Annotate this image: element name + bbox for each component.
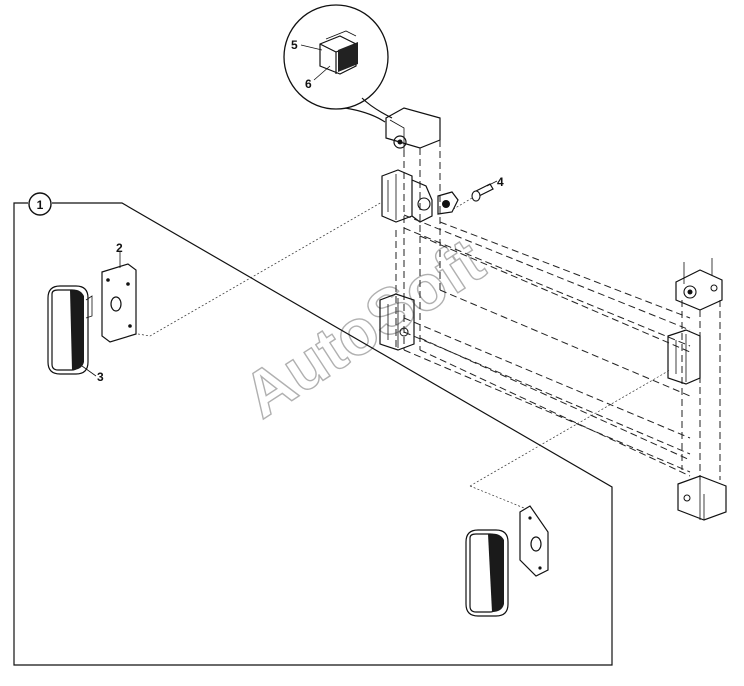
frame-beams (403, 214, 691, 477)
callout-1: 1 (28, 192, 52, 216)
lamp-upper (47, 285, 93, 375)
lamp-lower (465, 529, 509, 617)
bolt-part: 4 (451, 175, 504, 211)
group-outline (13, 202, 613, 666)
callout-4: 4 (497, 175, 504, 189)
callout-2: 2 (116, 241, 123, 255)
detail-bubble: 5 6 (283, 4, 393, 123)
callout-6: 6 (305, 77, 312, 91)
plate-lower (519, 505, 549, 577)
leader-upper (137, 201, 383, 337)
callout-1-label: 1 (37, 198, 44, 212)
callout-5: 5 (291, 38, 298, 52)
callout-3: 3 (97, 370, 104, 384)
left-post (379, 107, 459, 351)
leader-lower (469, 369, 671, 509)
right-post (667, 258, 727, 521)
plate-upper (101, 263, 137, 343)
watermark: AutoSoft (230, 224, 496, 432)
cap-part (319, 30, 358, 75)
